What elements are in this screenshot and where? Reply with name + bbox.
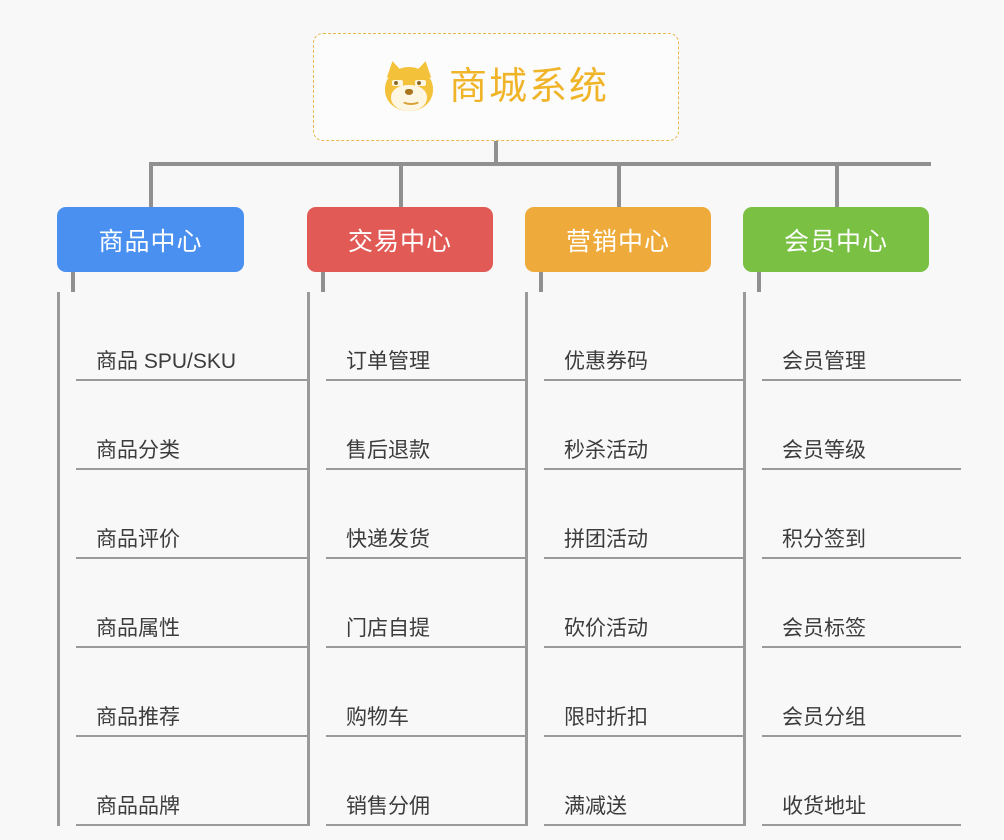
root-node[interactable]: 商城系统 xyxy=(313,33,679,141)
list-item[interactable]: 商品推荐 xyxy=(76,648,307,737)
branch-column-member: 会员中心 会员管理 会员等级 积分签到 会员标签 会员分组 收货地址 xyxy=(743,207,961,826)
category-title: 交易中心 xyxy=(347,227,452,256)
list-item[interactable]: 会员分组 xyxy=(762,648,961,737)
item-label: 满减送 xyxy=(564,794,627,818)
list-item[interactable]: 商品品牌 xyxy=(76,737,307,826)
list-item[interactable]: 满减送 xyxy=(544,737,743,826)
item-label: 会员标签 xyxy=(782,616,866,640)
list-item[interactable]: 会员标签 xyxy=(762,559,961,648)
connector-horizontal-bus xyxy=(149,162,931,166)
category-header-trade[interactable]: 交易中心 xyxy=(307,207,493,272)
list-item[interactable]: 订单管理 xyxy=(326,292,525,381)
item-label: 快递发货 xyxy=(346,527,430,551)
item-label: 商品评价 xyxy=(96,527,180,551)
list-item[interactable]: 售后退款 xyxy=(326,381,525,470)
list-item[interactable]: 商品 SPU/SKU xyxy=(76,292,307,381)
connector-stub-1 xyxy=(71,272,75,292)
item-label: 优惠券码 xyxy=(564,349,648,373)
item-label: 积分签到 xyxy=(782,527,866,551)
list-item[interactable]: 限时折扣 xyxy=(544,648,743,737)
connector-stub-2 xyxy=(321,272,325,292)
list-item[interactable]: 会员等级 xyxy=(762,381,961,470)
list-item[interactable]: 拼团活动 xyxy=(544,470,743,559)
category-header-product[interactable]: 商品中心 xyxy=(57,207,244,272)
root-title: 商城系统 xyxy=(448,66,609,108)
category-title: 营销中心 xyxy=(565,227,670,256)
item-label: 会员等级 xyxy=(782,438,866,462)
list-item[interactable]: 商品属性 xyxy=(76,559,307,648)
shiba-dog-icon xyxy=(383,59,435,113)
item-label: 商品属性 xyxy=(96,616,180,640)
category-title: 商品中心 xyxy=(98,227,203,256)
item-label: 会员管理 xyxy=(782,349,866,373)
item-label: 秒杀活动 xyxy=(564,438,648,462)
item-list-member: 会员管理 会员等级 积分签到 会员标签 会员分组 收货地址 xyxy=(743,292,961,826)
list-item[interactable]: 收货地址 xyxy=(762,737,961,826)
list-item[interactable]: 会员管理 xyxy=(762,292,961,381)
category-header-member[interactable]: 会员中心 xyxy=(743,207,929,272)
connector-drop-2 xyxy=(399,162,403,209)
list-item[interactable]: 砍价活动 xyxy=(544,559,743,648)
connector-stub-4 xyxy=(757,272,761,292)
category-header-marketing[interactable]: 营销中心 xyxy=(525,207,711,272)
item-label: 砍价活动 xyxy=(564,616,648,640)
connector-drop-4 xyxy=(835,162,839,209)
item-label: 拼团活动 xyxy=(564,527,648,551)
branch-column-trade: 交易中心 订单管理 售后退款 快递发货 门店自提 购物车 销售分佣 xyxy=(307,207,525,826)
list-item[interactable]: 商品评价 xyxy=(76,470,307,559)
item-label: 商品推荐 xyxy=(96,705,180,729)
item-label: 会员分组 xyxy=(782,705,866,729)
item-label: 商品 SPU/SKU xyxy=(96,349,237,373)
category-title: 会员中心 xyxy=(783,227,888,256)
item-list-trade: 订单管理 售后退款 快递发货 门店自提 购物车 销售分佣 xyxy=(307,292,525,826)
item-label: 订单管理 xyxy=(346,349,430,373)
list-item[interactable]: 秒杀活动 xyxy=(544,381,743,470)
connector-stub-3 xyxy=(539,272,543,292)
list-item[interactable]: 积分签到 xyxy=(762,470,961,559)
connector-root-stem xyxy=(494,141,498,165)
item-label: 门店自提 xyxy=(346,616,430,640)
item-label: 商品分类 xyxy=(96,438,180,462)
list-item[interactable]: 购物车 xyxy=(326,648,525,737)
branch-column-marketing: 营销中心 优惠券码 秒杀活动 拼团活动 砍价活动 限时折扣 满减送 xyxy=(525,207,743,826)
list-item[interactable]: 快递发货 xyxy=(326,470,525,559)
list-item[interactable]: 门店自提 xyxy=(326,559,525,648)
connector-drop-1 xyxy=(149,162,153,209)
item-label: 商品品牌 xyxy=(96,794,180,818)
item-label: 售后退款 xyxy=(346,438,430,462)
item-label: 购物车 xyxy=(346,705,409,729)
branch-column-product: 商品中心 商品 SPU/SKU 商品分类 商品评价 商品属性 商品推荐 商品品牌 xyxy=(57,207,307,826)
item-label: 销售分佣 xyxy=(346,794,430,818)
list-item[interactable]: 优惠券码 xyxy=(544,292,743,381)
item-label: 收货地址 xyxy=(782,794,866,818)
list-item[interactable]: 商品分类 xyxy=(76,381,307,470)
item-list-marketing: 优惠券码 秒杀活动 拼团活动 砍价活动 限时折扣 满减送 xyxy=(525,292,743,826)
connector-drop-3 xyxy=(617,162,621,209)
list-item[interactable]: 销售分佣 xyxy=(326,737,525,826)
item-label: 限时折扣 xyxy=(564,705,648,729)
item-list-product: 商品 SPU/SKU 商品分类 商品评价 商品属性 商品推荐 商品品牌 xyxy=(57,292,307,826)
